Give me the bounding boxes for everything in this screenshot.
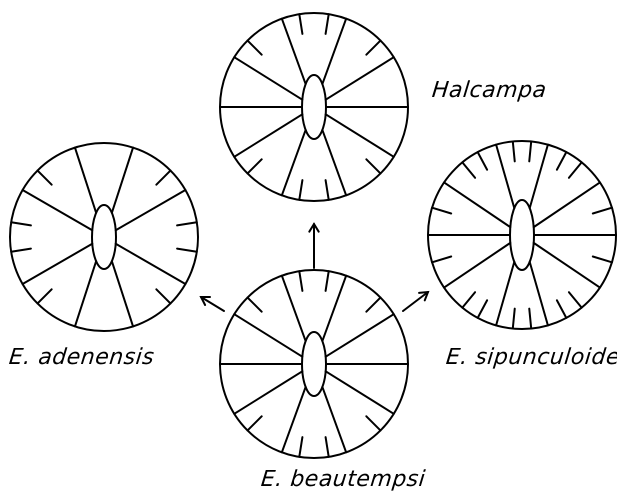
complete-septum — [496, 145, 514, 209]
complete-septum — [326, 57, 394, 100]
incomplete-septum — [156, 289, 170, 303]
incomplete-septum — [11, 249, 31, 252]
incomplete-septum — [38, 289, 52, 303]
complete-septum — [326, 314, 394, 357]
complete-septum — [534, 243, 600, 288]
incomplete-septum — [593, 208, 612, 214]
incomplete-septum — [513, 141, 515, 161]
incomplete-septum — [38, 171, 52, 185]
complete-septum — [112, 261, 133, 326]
complete-septum — [530, 262, 548, 326]
complete-septum — [116, 190, 186, 230]
incomplete-septum — [177, 249, 197, 252]
incomplete-septum — [11, 222, 31, 225]
incomplete-septum — [557, 300, 566, 318]
incomplete-septum — [326, 271, 329, 291]
incomplete-septum — [299, 180, 302, 200]
polyp-section-e-beautempsi — [220, 270, 408, 458]
arrow-to-e-adenensis — [201, 297, 224, 311]
incomplete-septum — [366, 159, 380, 173]
complete-septum — [530, 145, 548, 209]
complete-septum — [234, 57, 302, 100]
incomplete-septum — [156, 171, 170, 185]
incomplete-septum — [299, 437, 302, 457]
complete-septum — [234, 314, 302, 357]
incomplete-septum — [462, 292, 475, 307]
incomplete-septum — [326, 14, 329, 34]
complete-septum — [444, 243, 510, 288]
incomplete-septum — [432, 208, 451, 214]
complete-septum — [444, 182, 510, 227]
arrow-to-halcampa — [309, 224, 318, 268]
incomplete-septum — [478, 300, 487, 318]
incomplete-septum — [248, 159, 262, 173]
incomplete-septum — [569, 292, 582, 307]
complete-septum — [234, 371, 302, 414]
polyp-section-halcampa — [220, 13, 408, 201]
incomplete-septum — [248, 416, 262, 430]
complete-septum — [75, 261, 96, 326]
incomplete-septum — [593, 256, 612, 262]
incomplete-septum — [248, 298, 262, 312]
complete-septum — [234, 114, 302, 157]
incomplete-septum — [366, 41, 380, 55]
complete-septum — [23, 244, 93, 284]
incomplete-septum — [177, 222, 197, 225]
incomplete-septum — [462, 162, 475, 177]
complete-septum — [23, 190, 93, 230]
arrow-to-e-sipunculoides — [403, 292, 428, 311]
complete-septum — [112, 148, 133, 213]
label-e-sipunculoides: E. sipunculoides — [445, 345, 617, 370]
complete-septum — [534, 182, 600, 227]
incomplete-septum — [569, 162, 582, 177]
incomplete-septum — [529, 141, 531, 161]
incomplete-septum — [513, 309, 515, 329]
complete-septum — [116, 244, 186, 284]
incomplete-septum — [529, 309, 531, 329]
complete-septum — [326, 371, 394, 414]
polyp-section-e-adenensis — [10, 143, 198, 331]
arrow-shaft — [403, 292, 428, 311]
complete-septum — [496, 262, 514, 326]
incomplete-septum — [299, 14, 302, 34]
mouth-ellipse — [92, 205, 116, 269]
incomplete-septum — [432, 256, 451, 262]
complete-septum — [326, 114, 394, 157]
incomplete-septum — [557, 152, 566, 170]
incomplete-septum — [299, 271, 302, 291]
label-halcampa: Halcampa — [431, 78, 548, 103]
label-e-adenensis: E. adenensis — [8, 345, 156, 370]
incomplete-septum — [326, 437, 329, 457]
incomplete-septum — [478, 152, 487, 170]
polyp-section-e-sipunculoides — [428, 141, 616, 329]
incomplete-septum — [366, 298, 380, 312]
label-e-beautempsi: E. beautempsi — [260, 467, 427, 492]
mouth-ellipse — [510, 200, 534, 270]
incomplete-septum — [248, 41, 262, 55]
complete-septum — [75, 148, 96, 213]
incomplete-septum — [326, 180, 329, 200]
incomplete-septum — [366, 416, 380, 430]
